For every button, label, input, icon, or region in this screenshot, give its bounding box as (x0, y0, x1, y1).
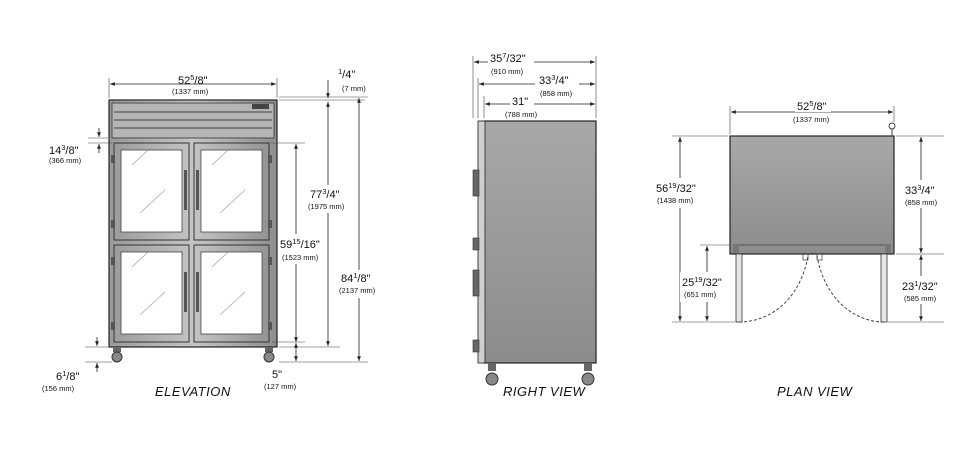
svg-text:(7 mm): (7 mm) (342, 84, 366, 93)
right-casters (485, 363, 595, 386)
plan-lock (888, 122, 896, 130)
svg-text:(910 mm): (910 mm) (491, 67, 524, 76)
svg-text:143/8": 143/8" (49, 143, 79, 157)
elevation-louver-panel (111, 102, 275, 139)
elevation-dim-upper-offset: 143/8" (366 mm) (49, 143, 82, 165)
svg-text:2519/32": 2519/32" (682, 275, 722, 289)
svg-text:(1975 mm): (1975 mm) (308, 202, 345, 211)
right-door-handles (472, 169, 480, 353)
svg-text:(1438 mm): (1438 mm) (657, 196, 694, 205)
svg-text:773/4": 773/4" (310, 187, 340, 201)
right-view-label: RIGHT VIEW (503, 384, 587, 399)
plan-dim-door-clear: 231/32" (585 mm) (900, 276, 950, 304)
svg-text:(1337 mm): (1337 mm) (793, 115, 830, 124)
svg-text:525/8": 525/8" (797, 99, 827, 113)
svg-text:(366 mm): (366 mm) (49, 156, 82, 165)
elevation-lower-right-door (193, 244, 270, 343)
right-dim-body-depth: 31" (788 mm) (505, 94, 538, 119)
right-cabinet-side (483, 120, 597, 364)
svg-text:1/4": 1/4" (338, 67, 355, 81)
elevation-dim-caster: 61/8" (156 mm) (42, 369, 79, 393)
svg-text:(1337 mm): (1337 mm) (172, 87, 209, 96)
elevation-lower-left-door (113, 244, 190, 343)
elevation-handles (111, 155, 272, 330)
elevation-dim-cabinet-height: 773/4" (1975 mm) (306, 185, 354, 213)
elevation-view (85, 78, 368, 372)
right-view (472, 56, 597, 386)
plan-dim-total-depth: 5619/32" (1438 mm) (652, 178, 710, 208)
elevation-dim-width: 525/8" (1337 mm) (172, 73, 209, 96)
svg-text:(651 mm): (651 mm) (684, 290, 717, 299)
svg-text:333/4": 333/4" (539, 73, 569, 87)
elevation-dim-top-clear: 1/4" (7 mm) (338, 67, 366, 93)
plan-door-swing-left (738, 255, 809, 323)
svg-text:(127 mm): (127 mm) (264, 382, 297, 391)
plan-cabinet-top (729, 135, 895, 255)
svg-text:841/8": 841/8" (341, 271, 371, 285)
plan-dim-width: 525/8" (1337 mm) (793, 99, 831, 124)
svg-text:61/8": 61/8" (56, 369, 79, 383)
svg-text:(858 mm): (858 mm) (540, 89, 573, 98)
svg-text:5": 5" (272, 369, 282, 381)
elevation-casters (111, 347, 275, 363)
svg-text:(585 mm): (585 mm) (904, 294, 937, 303)
svg-text:(788 mm): (788 mm) (505, 110, 538, 119)
elevation-upper-right-door (193, 142, 270, 241)
svg-text:5619/32": 5619/32" (656, 181, 696, 195)
elevation-upper-left-door (113, 142, 190, 241)
right-dim-cabinet-depth: 333/4" (858 mm) (535, 72, 579, 98)
plan-view-label: PLAN VIEW (777, 384, 854, 399)
svg-text:525/8": 525/8" (178, 73, 208, 87)
elevation-dim-overall-height: 841/8" (2137 mm) (338, 270, 388, 298)
svg-text:31": 31" (512, 96, 528, 108)
elevation-dim-door-height: 5915/16" (1523 mm) (279, 234, 327, 264)
elevation-dim-floor-gap: 5" (127 mm) (264, 369, 297, 391)
svg-text:(1523 mm): (1523 mm) (282, 253, 319, 262)
svg-text:333/4": 333/4" (905, 183, 935, 197)
svg-text:(156 mm): (156 mm) (42, 384, 75, 393)
svg-text:(858 mm): (858 mm) (905, 198, 938, 207)
svg-text:231/32": 231/32" (902, 279, 938, 293)
plan-dim-door-swing: 2519/32" (651 mm) (680, 272, 730, 302)
right-dim-overall-depth: 357/32" (910 mm) (488, 50, 534, 76)
control-badge (252, 104, 269, 109)
plan-dim-cabinet-depth: 333/4" (858 mm) (902, 180, 950, 208)
svg-text:357/32": 357/32" (490, 51, 526, 65)
elevation-label: ELEVATION (155, 384, 231, 399)
svg-text:(2137 mm): (2137 mm) (339, 286, 376, 295)
svg-text:5915/16": 5915/16" (280, 237, 320, 251)
plan-door-swing-right (816, 255, 885, 323)
